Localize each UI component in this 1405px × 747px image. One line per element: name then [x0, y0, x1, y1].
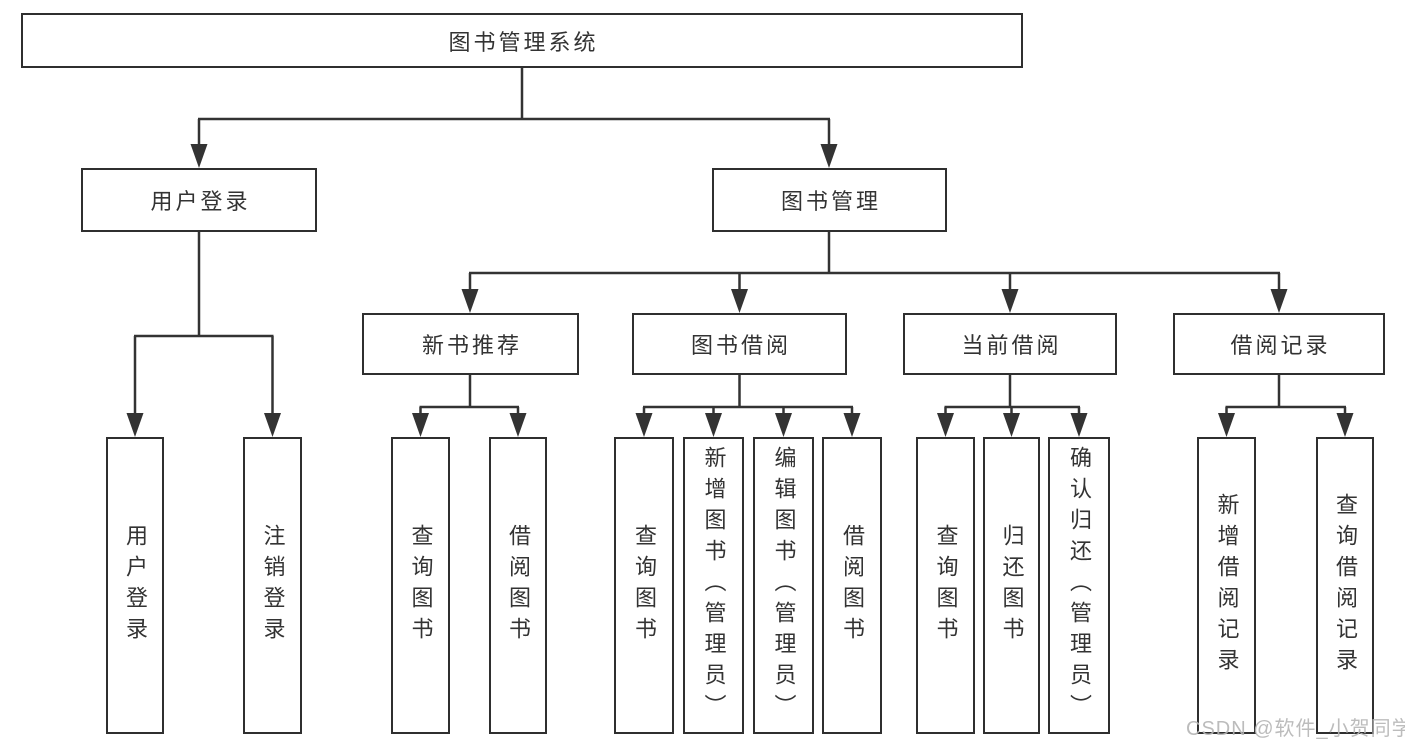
node-current-borrowing-label: 当前借阅	[961, 333, 1062, 358]
leaf-recommend-query-books-label: 查询图书	[408, 523, 434, 648]
leaf-current-return-books-label: 归还图书	[999, 523, 1025, 648]
leaf-current-confirm-return-admin-label: 确认归还（管理员）	[1067, 446, 1092, 725]
node-borrowing-records: 借阅记录	[1173, 313, 1385, 375]
leaf-user-login-label: 用户登录	[123, 523, 148, 648]
node-book-management: 图书管理	[712, 168, 947, 232]
leaf-borrowing-query-books-label: 查询图书	[632, 523, 657, 648]
leaf-current-query-books-label: 查询图书	[933, 523, 959, 648]
node-library-system-label: 图书管理系统	[448, 29, 599, 55]
node-new-book-recommend-label: 新书推荐	[421, 333, 522, 358]
node-user-login: 用户登录	[81, 168, 317, 232]
leaf-recommend-borrow-books-label: 借阅图书	[506, 523, 531, 648]
leaf-borrowing-borrow-books-label: 借阅图书	[840, 523, 865, 648]
leaf-borrowing-edit-books-admin-label: 编辑图书（管理员）	[771, 446, 797, 725]
leaf-borrowing-borrow-books: 借阅图书	[822, 437, 882, 734]
leaf-current-confirm-return-admin: 确认归还（管理员）	[1048, 437, 1110, 734]
node-book-borrowing-label: 图书借阅	[690, 333, 791, 358]
node-book-management-label: 图书管理	[780, 189, 881, 214]
leaf-records-query-record-label: 查询借阅记录	[1333, 492, 1358, 679]
node-book-borrowing: 图书借阅	[632, 313, 847, 375]
watermark-text: CSDN @软件_小贺同学	[1186, 718, 1405, 740]
leaf-borrowing-add-books-admin-label: 新增图书（管理员）	[701, 446, 727, 725]
leaf-records-add-record: 新增借阅记录	[1197, 437, 1256, 734]
leaf-recommend-borrow-books: 借阅图书	[489, 437, 547, 734]
leaf-logout-login-label: 注销登录	[260, 523, 286, 648]
leaf-borrowing-add-books-admin: 新增图书（管理员）	[683, 437, 744, 734]
leaf-logout-login: 注销登录	[243, 437, 302, 734]
leaf-current-query-books: 查询图书	[916, 437, 975, 734]
leaf-borrowing-edit-books-admin: 编辑图书（管理员）	[753, 437, 814, 734]
leaf-records-add-record-label: 新增借阅记录	[1214, 492, 1240, 679]
node-borrowing-records-label: 借阅记录	[1230, 333, 1331, 358]
leaf-records-query-record: 查询借阅记录	[1316, 437, 1374, 734]
node-current-borrowing: 当前借阅	[903, 313, 1117, 375]
leaf-recommend-query-books: 查询图书	[391, 437, 450, 734]
node-new-book-recommend: 新书推荐	[362, 313, 579, 375]
leaf-borrowing-query-books: 查询图书	[614, 437, 674, 734]
leaf-user-login: 用户登录	[106, 437, 164, 734]
leaf-current-return-books: 归还图书	[983, 437, 1040, 734]
node-library-system: 图书管理系统	[21, 13, 1023, 68]
node-user-login-label: 用户登录	[150, 189, 251, 214]
